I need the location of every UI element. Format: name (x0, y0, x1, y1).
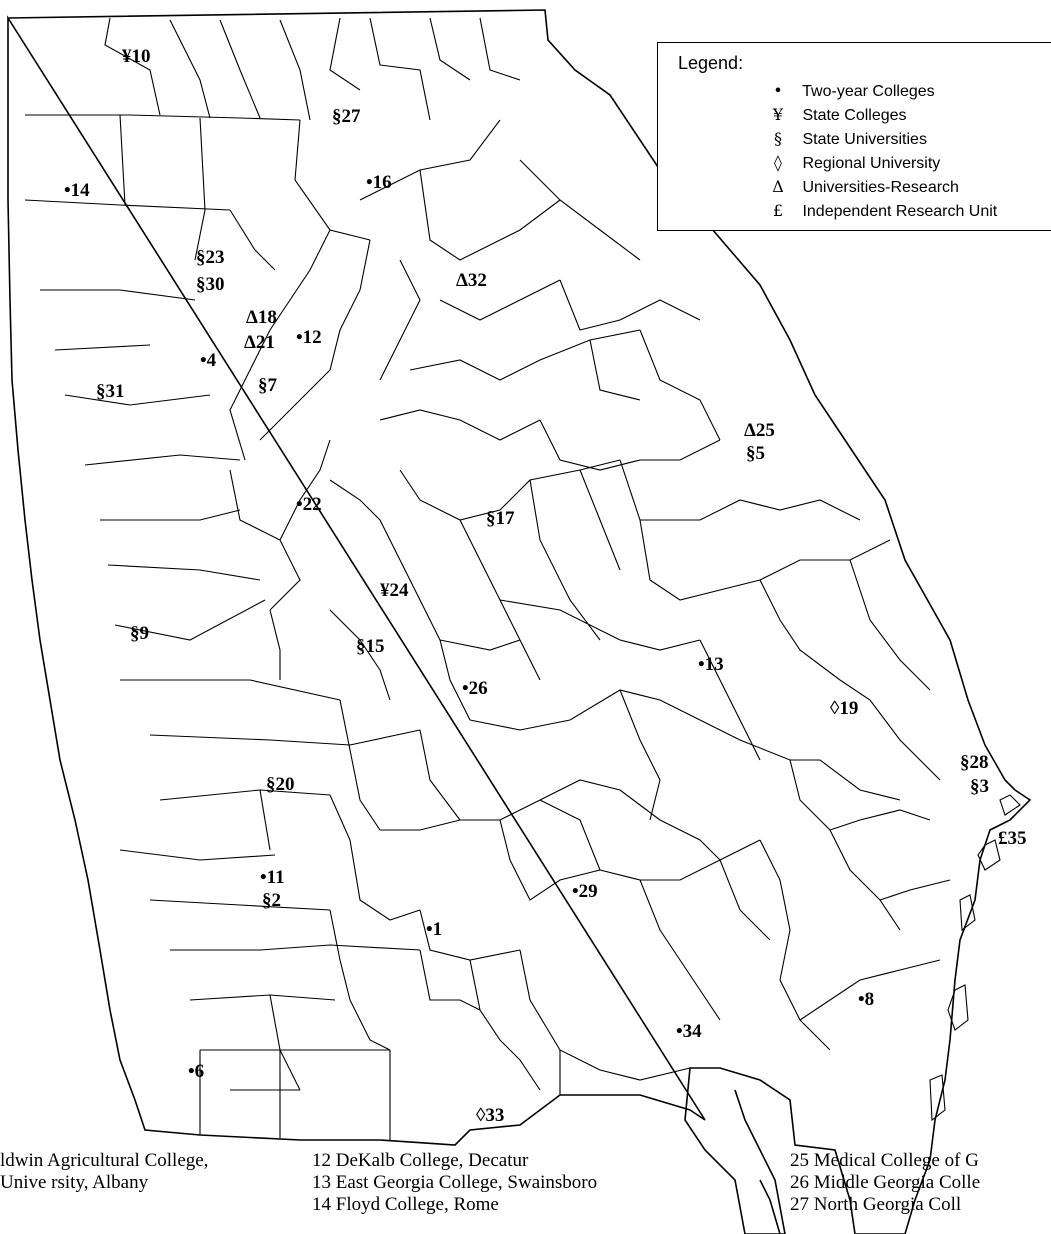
label-34: •34 (676, 1021, 702, 1042)
label-7: §7 (258, 375, 278, 396)
legend-title: Legend: (678, 53, 744, 73)
legend: Legend: • Two-year Colleges ¥ State Coll… (657, 42, 1051, 231)
legend-label: Regional University (802, 155, 941, 172)
footer-line: 12 DeKalb College, Decatur (312, 1150, 529, 1171)
legend-label: State Colleges (802, 107, 907, 124)
label-16: •16 (366, 172, 392, 193)
footer-list-col1: ldwin Agricultural College, Unive rsity,… (0, 1150, 208, 1194)
legend-label: State Universities (802, 131, 927, 148)
delta-icon: Δ (772, 177, 784, 196)
label-14: •14 (64, 180, 90, 201)
legend-label: Two-year Colleges (802, 83, 935, 100)
label-23: §23 (196, 247, 225, 268)
label-4: •4 (200, 350, 217, 371)
label-5: §5 (746, 443, 765, 464)
label-32: Δ32 (456, 270, 487, 291)
label-27: §27 (332, 106, 361, 127)
label-9: §9 (130, 623, 149, 644)
label-31: §31 (96, 381, 125, 402)
legend-item-regional-university: ◊ Regional University (758, 153, 940, 173)
footer-line: 27 North Georgia Coll (790, 1194, 962, 1215)
footer-list-col3: 25 Medical College of G 26 Middle Georgi… (790, 1150, 980, 1216)
label-2: §2 (262, 890, 281, 911)
label-6: •6 (188, 1061, 204, 1082)
label-1: •1 (426, 919, 442, 940)
legend-item-research: Δ Universities-Research (758, 177, 959, 197)
label-21: Δ21 (244, 332, 275, 353)
footer-line: 25 Medical College of G (790, 1150, 979, 1171)
label-8: •8 (858, 989, 874, 1010)
footer-line: ldwin Agricultural College, (0, 1150, 209, 1171)
legend-item-independent-research: £ Independent Research Unit (758, 201, 997, 221)
footer-line: Unive rsity, Albany (0, 1172, 149, 1193)
legend-label: Independent Research Unit (802, 203, 998, 220)
label-25: Δ25 (744, 420, 775, 441)
yen-icon: ¥ (772, 105, 784, 124)
label-28: §28 (960, 752, 989, 773)
dot-icon: • (773, 81, 783, 100)
label-22: •22 (296, 494, 322, 515)
label-20: §20 (266, 774, 295, 795)
label-26: •26 (462, 678, 488, 699)
label-17: §17 (486, 508, 515, 529)
label-12: •12 (296, 327, 322, 348)
label-24: ¥24 (380, 580, 409, 601)
section-icon: § (774, 129, 782, 148)
diamond-icon: ◊ (774, 153, 782, 172)
county-lines (24, 17, 1021, 1140)
legend-item-state-colleges: ¥ State Colleges (758, 105, 907, 125)
map-labels: ¥10 §27 •16 •14 §23 §30 Δ32 Δ18 Δ21 •12 … (64, 46, 1027, 1126)
label-15: §15 (356, 636, 385, 657)
legend-item-state-universities: § State Universities (758, 129, 927, 149)
legend-label: Universities-Research (802, 179, 959, 196)
label-33: ◊33 (476, 1105, 504, 1126)
state-outline (7, 9, 1032, 1234)
footer-line: 26 Middle Georgia Colle (790, 1172, 981, 1193)
label-30: §30 (196, 274, 225, 295)
label-3: §3 (970, 776, 989, 797)
label-11: •11 (260, 867, 285, 888)
pound-icon: £ (772, 201, 784, 220)
label-19: ◊19 (830, 698, 858, 719)
label-10: ¥10 (122, 46, 151, 67)
label-13: •13 (698, 654, 724, 675)
label-35: £35 (998, 828, 1027, 849)
footer-line: 14 Floyd College, Rome (312, 1194, 499, 1215)
label-29: •29 (572, 881, 598, 902)
legend-item-two-year: • Two-year Colleges (758, 81, 935, 101)
footer-line: 13 East Georgia College, Swainsboro (312, 1172, 598, 1193)
footer-list-col2: 12 DeKalb College, Decatur 13 East Georg… (312, 1150, 597, 1216)
label-18: Δ18 (246, 307, 277, 328)
